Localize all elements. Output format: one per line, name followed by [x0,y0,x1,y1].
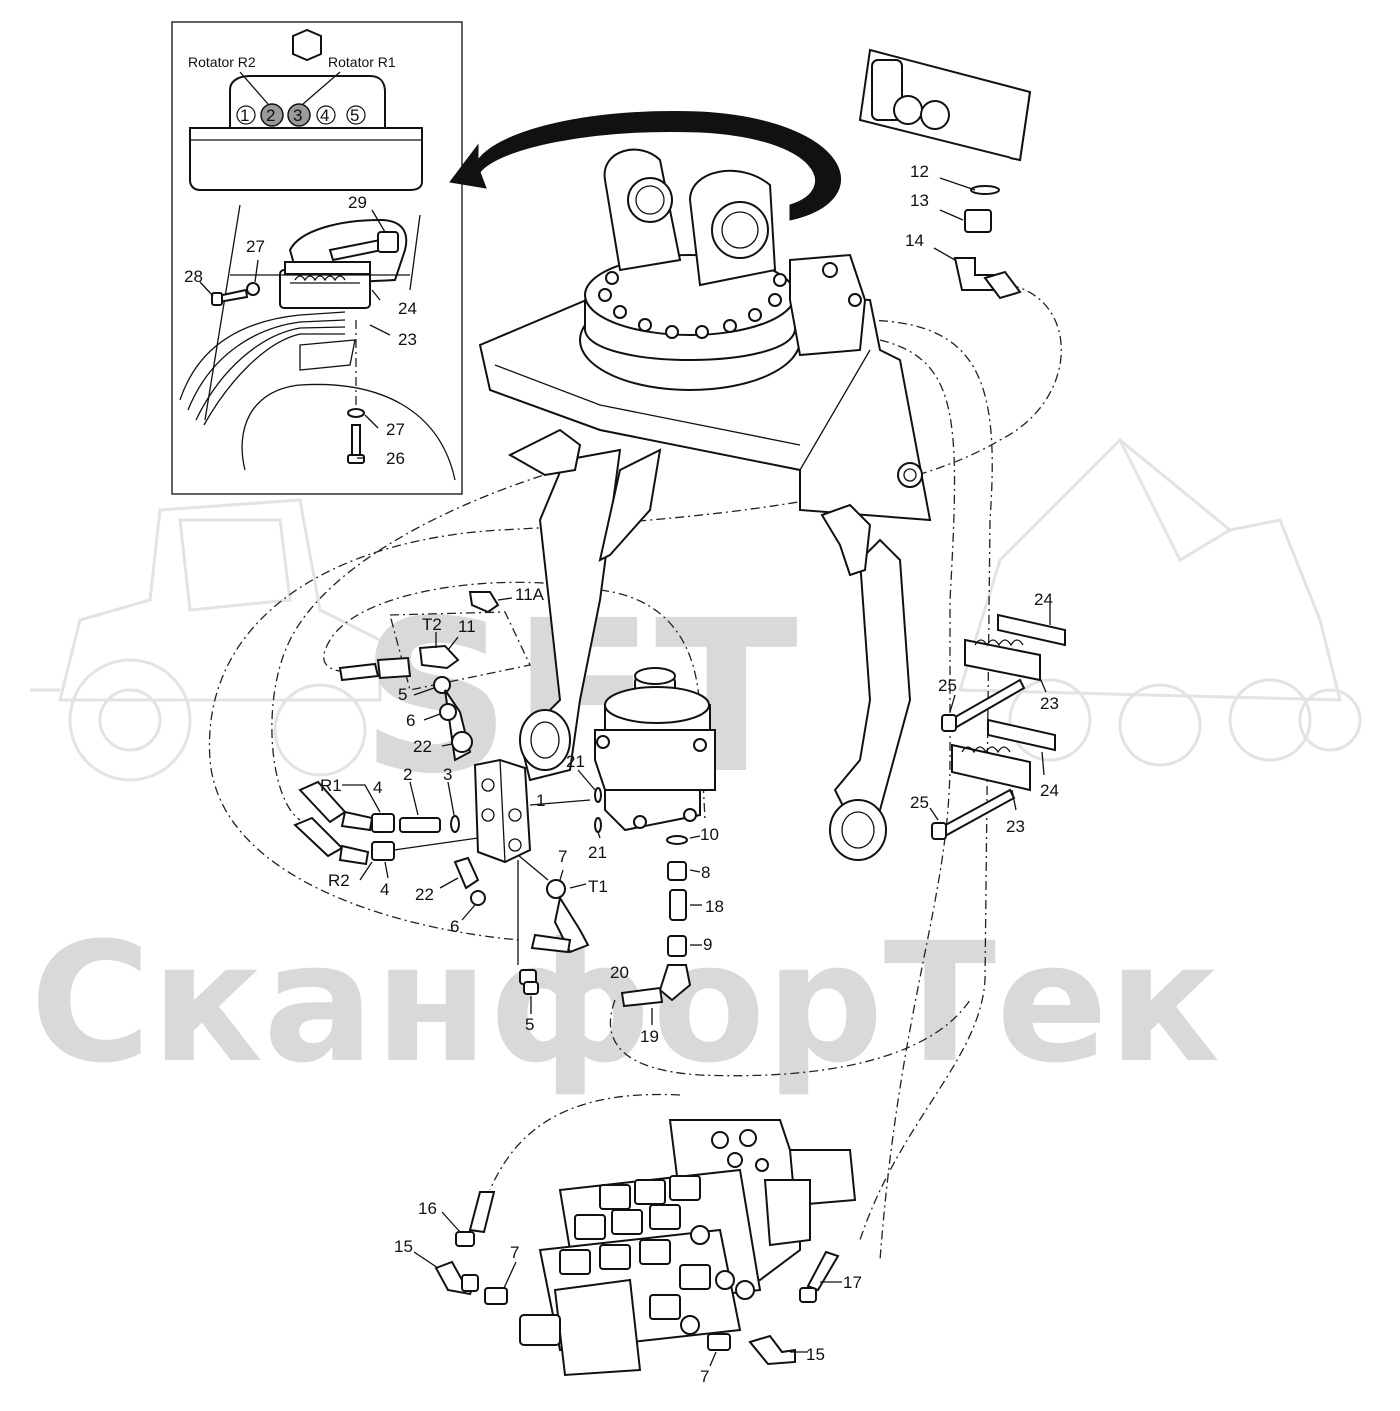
rotator-yoke-assembly [478,148,932,861]
callout-T1: T1 [588,877,608,896]
callout-15-left: 15 [394,1237,413,1256]
callout-23-inset: 23 [398,330,417,349]
callout-12: 12 [910,162,929,181]
label-rotator-r1: Rotator R1 [328,54,396,70]
callout-21-lower: 21 [588,843,607,862]
pin-label-3: 3 [293,106,302,125]
plug-22-lower [453,856,480,890]
callout-15-right: 15 [806,1345,825,1364]
plug-22-upper [451,731,473,753]
pin-2 [260,103,284,127]
callout-11: 11 [458,617,476,636]
callout-4-upper: 4 [373,778,382,797]
o-ring-12 [970,185,1000,195]
bolt-ring [598,271,787,339]
adapter-9 [667,935,687,957]
callout-27-lower: 27 [386,420,405,439]
pin-3 [287,103,311,127]
callout-7-t1: 7 [558,847,567,866]
elbow-15-right [748,1334,796,1366]
callout-25-upper: 25 [938,676,957,695]
pin-4 [316,105,336,125]
label-rotator-r2: Rotator R2 [188,54,256,70]
watermark-tractor-icon [30,498,382,782]
callout-26: 26 [386,449,405,468]
callout-16: 16 [418,1199,437,1218]
callout-11A: 11A [515,585,545,604]
o-ring-21-upper [594,787,602,803]
callout-19: 19 [640,1027,659,1046]
elbow-14 [953,257,996,291]
callout-10: 10 [700,825,719,844]
watermark-forwarder-icon [957,437,1362,767]
fitting-5-upper [433,676,451,694]
callout-9: 9 [703,935,712,954]
clamp-block [279,269,371,309]
o-ring-21-lower [594,817,602,833]
adapter-8 [667,861,687,881]
callout-18: 18 [705,897,724,916]
pin-label-2: 2 [266,106,275,125]
top-right-block: 12 13 14 [858,48,1032,300]
callout-R1: R1 [320,776,342,795]
callout-14: 14 [905,231,924,250]
callout-1: 1 [536,791,545,810]
callout-25-lower: 25 [910,793,929,812]
callout-24-inset: 24 [398,299,417,318]
nipple-2 [399,817,441,833]
callout-29: 29 [348,193,367,212]
nipple-7-left [484,1287,508,1305]
callout-7-left: 7 [510,1243,519,1262]
adapter-13 [964,209,992,233]
callout-6-lower: 6 [450,917,459,936]
pin-label-1: 1 [240,106,249,125]
pin-1 [236,105,256,125]
callout-2: 2 [403,765,412,784]
callout-23-lower: 23 [1006,817,1025,836]
callout-13: 13 [910,191,929,210]
fitting-6-upper [439,703,457,721]
callout-3: 3 [443,765,452,784]
control-valve-bank: 16 15 7 17 15 7 [394,1119,862,1386]
callout-24-lower: 24 [1040,781,1059,800]
callout-17: 17 [843,1273,862,1292]
callout-21-upper: 21 [566,752,585,771]
o-ring-3 [450,815,460,833]
callout-24-upper: 24 [1034,590,1053,609]
rotation-arrow-icon [449,111,842,221]
inset-panel: 1 2 3 4 5 Rotator R2 Rotator R1 [171,21,463,495]
callout-T2: T2 [422,615,442,634]
callout-5-lower: 5 [525,1015,534,1034]
callout-6-upper: 6 [406,711,415,730]
callout-27-upper: 27 [246,237,265,256]
pin-label-5: 5 [350,106,359,125]
callout-8: 8 [701,863,710,882]
callout-22-upper: 22 [413,737,432,756]
callout-23-upper: 23 [1040,694,1059,713]
callout-4-lower: 4 [380,880,389,899]
solenoid-row [559,1175,711,1320]
spacer-18 [669,889,687,921]
screw-25-lower [938,788,1016,838]
callout-5-upper: 5 [398,685,407,704]
o-ring-10 [666,835,688,845]
fitting-6-lower [470,890,486,906]
callout-R2: R2 [328,871,350,890]
adapter-4-lower [371,841,395,861]
distribution-block: 11A T2 11 5 6 22 1 [293,585,608,1034]
pin-label-4: 4 [320,106,329,125]
adapter-4-upper [371,813,395,833]
callout-28: 28 [184,267,203,286]
nipple-7-right [707,1333,731,1351]
callout-20: 20 [610,963,629,982]
callout-22-lower: 22 [415,885,434,904]
pin-5 [346,105,366,125]
hydraulic-motor: 21 21 10 8 18 9 20 19 [566,667,724,1046]
fitting-7-t1 [546,879,566,899]
callout-7-right: 7 [700,1367,709,1386]
hose-clamp-group: 24 23 25 24 23 25 [910,590,1066,840]
hex-nut-icon [292,28,322,62]
